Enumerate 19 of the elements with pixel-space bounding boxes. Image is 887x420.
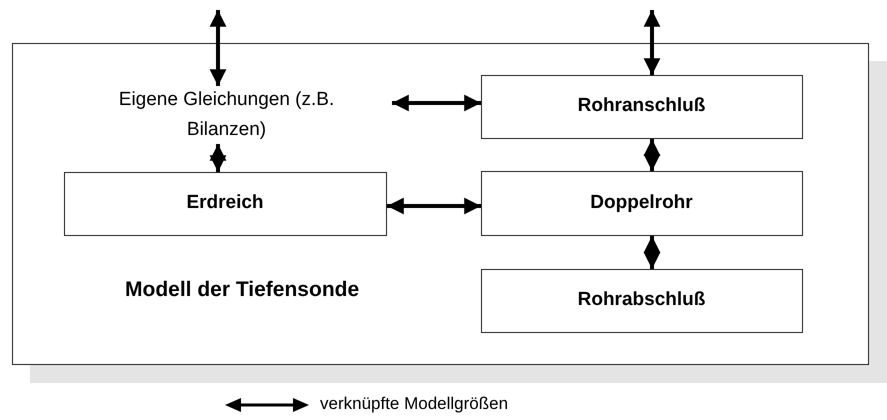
module-box	[480, 268, 802, 332]
module-box	[480, 74, 802, 138]
double-arrow	[210, 144, 226, 172]
module-box	[480, 170, 802, 236]
double-arrow	[392, 94, 481, 112]
module-box	[64, 172, 386, 236]
double-arrow	[387, 198, 481, 214]
box-label: Erdreich	[186, 191, 264, 216]
double-arrow	[644, 10, 660, 75]
equations-text: Eigene Gleichungen (z.B. Bilanzen)	[118, 88, 336, 142]
box-label: Rohranschluß	[578, 94, 706, 118]
legend-text: verknüpfte Modellgrößen	[320, 394, 508, 414]
model-frame	[12, 43, 869, 365]
box-label: Doppelrohr	[590, 190, 693, 215]
double-arrow	[644, 236, 660, 269]
double-arrow	[644, 139, 660, 171]
frame-title: Modell der Tiefensonde	[125, 277, 360, 303]
double-arrow	[210, 10, 226, 86]
box-label: Rohrabschluß	[578, 288, 706, 312]
